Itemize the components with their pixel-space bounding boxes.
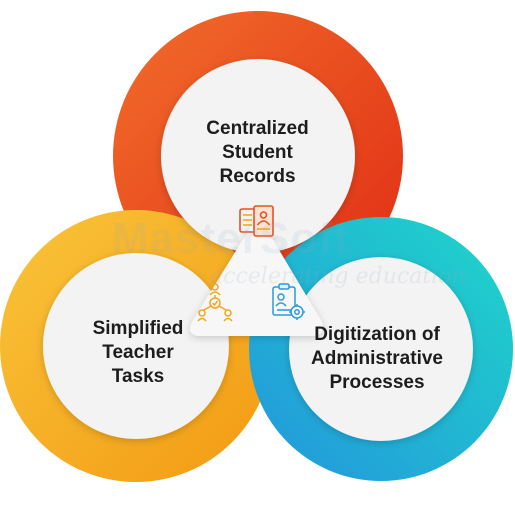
label-line: Tasks: [111, 366, 165, 387]
label-line: Digitization of: [314, 324, 440, 345]
inner-disc-top: [161, 59, 355, 253]
admin-clipboard-gear-icon: [272, 283, 305, 320]
inner-disc-left: [43, 253, 229, 439]
label-line: Teacher: [102, 342, 174, 363]
label-line: Student: [222, 142, 293, 163]
inner-disc-right: [289, 257, 473, 441]
label-line: Centralized: [206, 118, 309, 139]
label-simplified-teacher-tasks: Simplified Teacher Tasks: [58, 317, 218, 389]
label-line: Simplified: [92, 318, 184, 339]
teacher-network-icon: [197, 283, 233, 322]
label-digitization-administrative-processes: Digitization of Administrative Processes: [282, 323, 472, 395]
label-line: Processes: [329, 372, 425, 393]
label-line: Records: [219, 166, 296, 187]
student-records-icon: [239, 205, 274, 237]
label-line: Administrative: [311, 348, 443, 369]
center-triangle: [190, 222, 323, 336]
label-centralized-student-records: Centralized Student Records: [165, 117, 350, 189]
